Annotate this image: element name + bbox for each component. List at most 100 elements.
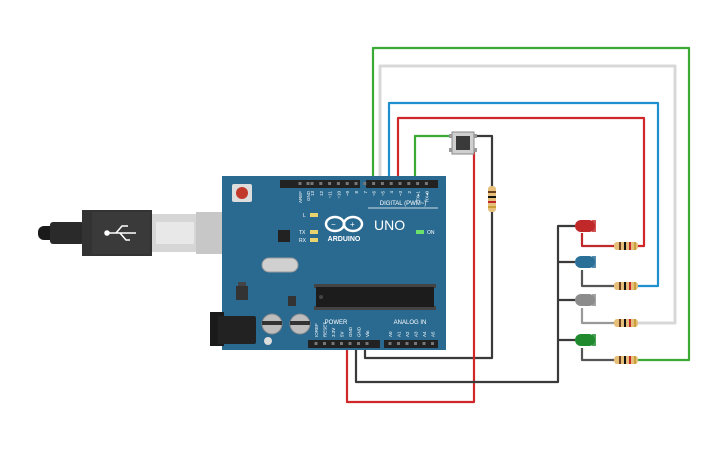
pin-hole[interactable] (380, 182, 384, 185)
led-blue-lead (580, 270, 614, 288)
analog-header-label: ANALOG IN (394, 320, 427, 326)
wire-white[interactable] (378, 64, 677, 325)
pin-label: GND (348, 326, 353, 337)
pin-hole[interactable] (306, 182, 310, 185)
pin-hole[interactable] (431, 342, 434, 345)
pin-label: ~5 (380, 191, 385, 197)
pin-label: A4 (422, 331, 427, 337)
pin-label: 2 (407, 191, 412, 194)
atmega-chip (314, 284, 436, 310)
wire-black-gnd[interactable] (354, 224, 575, 384)
pin-hole[interactable] (331, 342, 335, 345)
power-jack[interactable] (210, 312, 256, 346)
pin-label: RESET (323, 322, 328, 337)
regulator (236, 286, 248, 300)
resistor-red[interactable] (614, 242, 638, 250)
pin-hole[interactable] (336, 182, 340, 185)
usb-cable[interactable] (38, 210, 226, 256)
crystal (261, 257, 299, 273)
pin-hole[interactable] (365, 342, 369, 345)
pin-label: 5V (340, 331, 345, 337)
pin-label: ~10 (336, 191, 341, 199)
pin-hole[interactable] (298, 182, 302, 185)
pin-label: AREF (298, 191, 303, 203)
wire-red[interactable] (396, 116, 646, 248)
wire-blue[interactable] (387, 101, 660, 288)
pin-label: A5 (431, 331, 436, 337)
pin-hole[interactable] (416, 182, 420, 185)
on-led: ON (416, 230, 435, 236)
pin-hole[interactable] (405, 342, 409, 345)
pin-hole[interactable] (389, 182, 393, 185)
pin-hole[interactable] (340, 342, 343, 345)
svg-text:ON: ON (427, 230, 435, 236)
svg-text:+: + (350, 220, 355, 229)
pin-hole[interactable] (424, 182, 428, 185)
pin-hole[interactable] (407, 182, 411, 185)
pin-label: GND (306, 190, 311, 201)
analog-header (384, 340, 438, 348)
pin-hole[interactable] (345, 182, 349, 185)
board-model: UNO (374, 217, 405, 233)
pin-hole[interactable] (372, 182, 376, 185)
pin-hole[interactable] (398, 182, 402, 185)
led-green-lead (580, 348, 614, 362)
pin-hole[interactable] (422, 342, 426, 345)
pin-hole[interactable] (310, 182, 314, 185)
resistor-blue[interactable] (614, 282, 638, 290)
reset-button[interactable] (232, 184, 252, 202)
pin-label: ~3 (398, 191, 403, 197)
digital-header-label: DIGITAL (PWM~) (380, 201, 427, 207)
pulldown-resistor[interactable] (488, 186, 496, 212)
led-blue[interactable] (575, 256, 596, 268)
pin-label: ~6 (372, 191, 377, 197)
pin-hole[interactable] (414, 342, 417, 345)
resistor-gray[interactable] (614, 319, 638, 327)
pin-hole[interactable] (363, 182, 367, 185)
pin-label: ~11 (328, 191, 333, 199)
power-header-label: POWER (325, 320, 348, 326)
usb-icon (104, 225, 136, 241)
led-gray-lead (580, 308, 614, 325)
pin-label: A1 (397, 331, 402, 337)
digital-header-right (366, 180, 438, 188)
pin-hole[interactable] (397, 342, 400, 345)
svg-text:RX: RX (299, 238, 307, 244)
led-gray[interactable] (575, 294, 596, 306)
pin-label: Vin (365, 330, 370, 337)
pin-hole[interactable] (388, 342, 392, 345)
pin-hole[interactable] (357, 342, 360, 345)
svg-text:TX: TX (299, 230, 306, 236)
wire-green-pin7[interactable] (371, 46, 691, 362)
pin-label: 13 (310, 191, 315, 197)
led-red[interactable] (575, 220, 596, 232)
pin-label: 7 (363, 191, 368, 194)
capacitors (261, 313, 311, 345)
pin-label: ~9 (345, 191, 350, 197)
svg-text:−: − (331, 220, 336, 229)
small-transistor (288, 296, 296, 306)
pin-hole[interactable] (328, 182, 332, 185)
led-group (575, 220, 638, 364)
pin-label: RX◂0 (424, 191, 429, 203)
pin-label: 4 (389, 191, 394, 194)
resistor-green[interactable] (614, 356, 638, 364)
wire-green-pin2[interactable] (413, 134, 452, 186)
pin-hole[interactable] (348, 342, 352, 345)
pin-label: GND (357, 326, 362, 337)
wire-button-resistor[interactable] (474, 134, 494, 186)
pin-label: 3.3V (331, 328, 336, 337)
pin-hole[interactable] (314, 342, 318, 345)
led-green[interactable] (575, 334, 596, 346)
pin-hole[interactable] (354, 182, 358, 185)
pin-hole[interactable] (323, 342, 326, 345)
pin-hole[interactable] (319, 182, 323, 185)
push-button[interactable] (449, 131, 477, 155)
